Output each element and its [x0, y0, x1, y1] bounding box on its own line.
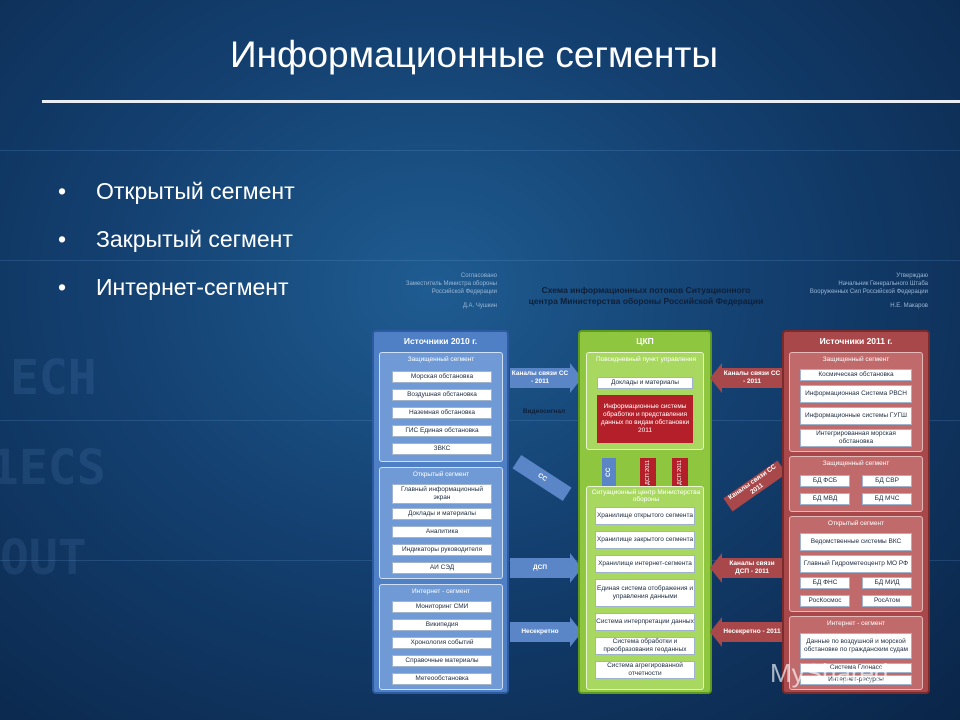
source-item: ГИС Единая обстановка	[392, 425, 492, 437]
source-item: БД ФНС	[800, 577, 850, 589]
source-item: АИ СЭД	[392, 562, 492, 574]
group-protected: Защищенный сегмент Морская обстановка Во…	[379, 352, 503, 462]
source-item: Космическая обстановка	[800, 369, 912, 381]
source-item: Википедия	[392, 619, 492, 631]
channel-arrow: Каналы связи СС - 2011	[722, 368, 782, 388]
bullet-list: •Открытый сегмент •Закрытый сегмент •Инт…	[58, 178, 295, 322]
group-open: Открытый сегмент Ведомственные системы В…	[789, 516, 923, 612]
slide-title: Информационные сегменты	[230, 34, 718, 75]
title-divider	[42, 100, 960, 103]
group-situation-center: Ситуационный центр Министерства обороны …	[586, 486, 704, 690]
source-item: Ведомственные системы ВКС	[800, 533, 912, 551]
source-item: ЗВКС	[392, 443, 492, 455]
group-internet: Интернет - сегмент Данные по воздушной и…	[789, 616, 923, 690]
source-item: Главный Гидрометеоцентр МО РФ	[800, 555, 912, 573]
source-item: РосКосмос	[800, 595, 850, 607]
channel-arrow: ДСП	[510, 558, 570, 578]
source-item: Метеообстановка	[392, 673, 492, 685]
panel-title: Источники 2011 г.	[819, 336, 893, 346]
info-systems-box: Информационные системы обработки и предс…	[597, 395, 693, 443]
source-item: Данные по воздушной и морской обстановке…	[800, 633, 912, 659]
arrow-head	[710, 363, 722, 393]
bullet-dot: •	[58, 178, 67, 204]
scheme-heading: Схема информационных потоков Ситуационно…	[528, 285, 764, 306]
group-internet: Интернет - сегмент Мониторинг СМИ Википе…	[379, 584, 503, 690]
source-item: РосАтом	[862, 595, 912, 607]
arrow-head	[710, 617, 722, 647]
source-item: Наземная обстановка	[392, 407, 492, 419]
center-item: Система агрегированной отчетности	[595, 661, 695, 679]
center-item: Хранилище открытого сегмента	[595, 507, 695, 525]
video-signal-note: Видеосигнал	[522, 408, 566, 415]
source-item: Воздушная обстановка	[392, 389, 492, 401]
source-item: Интегрированная морская обстановка	[800, 429, 912, 447]
source-item: Морская обстановка	[392, 371, 492, 383]
watermark-logo: MyShared	[770, 658, 889, 688]
source-item: БД СВР	[862, 475, 912, 487]
channel-arrow: Каналы связи СС 2011	[723, 460, 787, 512]
group-daily-control: Повседневный пункт управления Доклады и …	[586, 352, 704, 450]
arrow-head	[710, 553, 722, 583]
panel-title: ЦКП	[636, 336, 654, 346]
source-item: Индикаторы руководителя	[392, 544, 492, 556]
center-item: Единая система отображения и управления …	[595, 579, 695, 607]
source-item: Мониторинг СМИ	[392, 601, 492, 613]
channel-arrow: Несекретно - 2011	[722, 622, 782, 642]
ckp-panel: ЦКП Повседневный пункт управления Доклад…	[578, 330, 712, 694]
bullet-dot: •	[58, 274, 67, 300]
sources-2011-panel: Источники 2011 г. Защищенный сегмент Кос…	[782, 330, 930, 694]
source-item: Хронология событий	[392, 637, 492, 649]
vertical-channel: ДСП 2011	[672, 458, 688, 486]
source-item: Система Глонасс	[800, 663, 912, 673]
bullet-item: •Открытый сегмент	[58, 178, 295, 204]
center-item: Доклады и материалы	[597, 377, 693, 389]
source-item: БД МЧС	[862, 493, 912, 505]
source-item: Аналитика	[392, 526, 492, 538]
source-item: Информационные системы ГУГШ	[800, 407, 912, 425]
source-item: БД МВД	[800, 493, 850, 505]
source-item: БД МИД	[862, 577, 912, 589]
group-protected-db: Защищенный сегмент БД ФСБ БД СВР БД МВД …	[789, 456, 923, 512]
panel-title: Источники 2010 г.	[403, 336, 478, 346]
sources-2010-panel: Источники 2010 г. Защищенный сегмент Мор…	[372, 330, 509, 694]
center-item: Хранилище закрытого сегмента	[595, 531, 695, 549]
channel-arrow: Каналы связи ДСП - 2011	[722, 558, 782, 578]
source-item: Интернет-ресурсы	[800, 675, 912, 685]
group-open: Открытый сегмент Главный информационный …	[379, 467, 503, 579]
channel-arrow: Каналы связи СС - 2011	[510, 368, 570, 388]
center-item: Система интерпретации данных	[595, 613, 695, 631]
channel-arrow: СС	[512, 454, 572, 502]
bg-code-text: OUT	[0, 530, 87, 586]
source-item: Информационная Система РВСН	[800, 385, 912, 403]
source-item: Главный информационный экран	[392, 484, 492, 504]
bg-code-text: ECH	[10, 350, 97, 406]
bullet-dot: •	[58, 226, 67, 252]
channel-arrow: Несекретно	[510, 622, 570, 642]
center-item: Система обработки и преобразования геода…	[595, 637, 695, 655]
source-item: БД ФСБ	[800, 475, 850, 487]
center-item: Хранилище интернет-сегмента	[595, 555, 695, 573]
bullet-item: •Интернет-сегмент	[58, 274, 289, 300]
bullet-item: •Закрытый сегмент	[58, 226, 293, 252]
source-item: Доклады и материалы	[392, 508, 492, 520]
bg-code-text: 1ECS	[0, 440, 106, 496]
group-protected: Защищенный сегмент Космическая обстановк…	[789, 352, 923, 452]
source-item: Справочные материалы	[392, 655, 492, 667]
vertical-channel: СС	[602, 458, 616, 486]
vertical-channel: ДСП 2011	[640, 458, 656, 486]
